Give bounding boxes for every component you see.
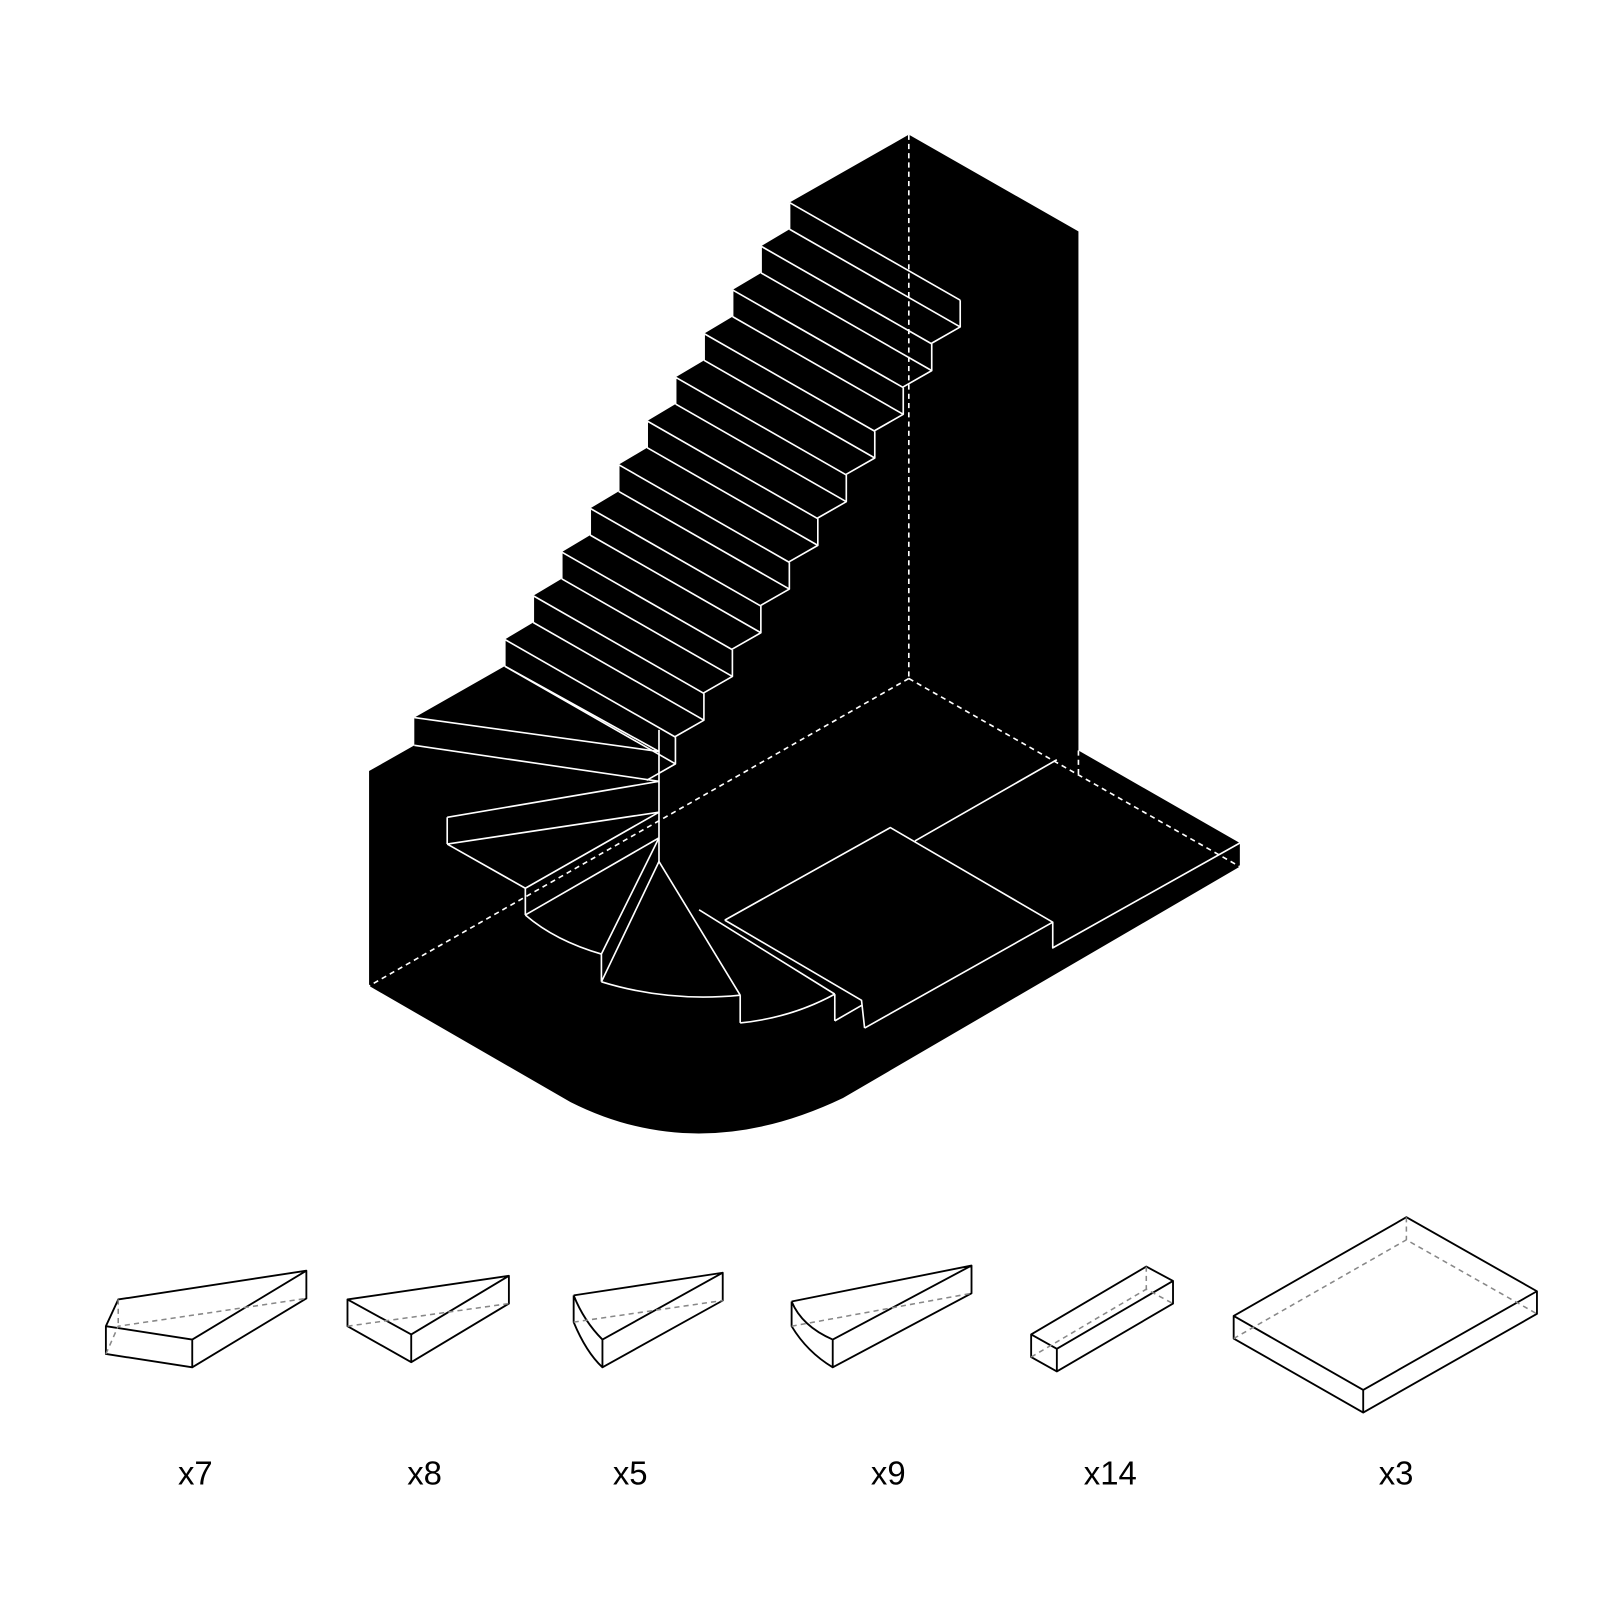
stair-step: [788, 201, 962, 345]
stair-step: [503, 638, 677, 782]
landings: [724, 759, 1241, 1029]
part-winder-wide: [104, 1269, 308, 1369]
straight-flight: [503, 201, 962, 782]
stair-step: [674, 376, 848, 519]
stair-step: [703, 332, 876, 476]
stair-step: [589, 507, 762, 650]
count-label-straight-step: x14: [1084, 1455, 1137, 1492]
stair-assembly: [368, 134, 1241, 1134]
stair-step: [560, 551, 734, 694]
part-straight-step: [1030, 1265, 1174, 1373]
count-label-winder-wide: x7: [178, 1455, 213, 1492]
hidden-edges: [368, 134, 1241, 987]
count-label-winder-curved-small: x5: [613, 1455, 648, 1492]
count-label-landing-slab: x3: [1379, 1455, 1414, 1492]
part-winder-curved-small: [572, 1271, 724, 1369]
stair-step: [731, 289, 905, 432]
winder-steps: [414, 665, 866, 1029]
part-winder-curved-large: [790, 1264, 973, 1369]
count-label-winder-curved-large: x9: [871, 1455, 906, 1492]
stair-silhouette: [369, 134, 1240, 1134]
stair-step: [532, 595, 705, 738]
part-winder-triangular: [346, 1274, 510, 1364]
part-landing-slab: [1232, 1216, 1538, 1414]
count-label-winder-triangular: x8: [407, 1455, 442, 1492]
stair-step: [617, 463, 791, 607]
stair-step: [646, 420, 819, 563]
stair-step: [760, 245, 933, 388]
